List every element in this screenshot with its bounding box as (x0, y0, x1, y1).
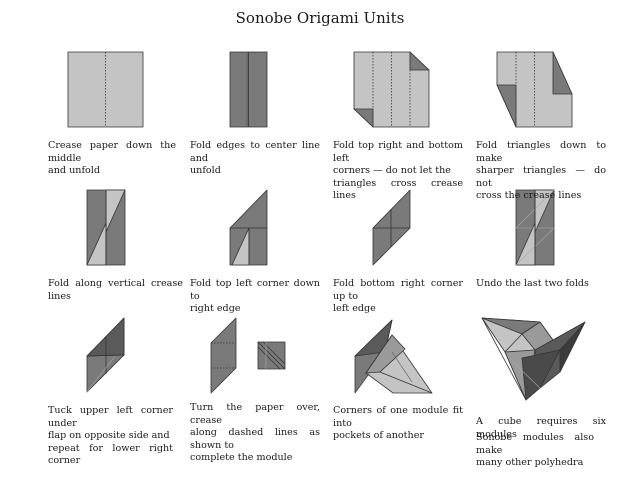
step-6-caption: Fold top left corner down to right edge (190, 278, 320, 316)
step-10-caption-line: Turn the paper over, crease (190, 402, 320, 426)
step-7-caption-line: left edge (333, 303, 376, 314)
step-4-caption-line: sharper triangles — do not (476, 165, 606, 189)
step-11-caption: Corners of one module fit into pockets o… (333, 405, 463, 443)
step-10-caption-line: along dashed lines as shown to (190, 427, 320, 451)
step-4-caption-line: cross the crease lines (476, 190, 582, 201)
step-6-caption-line: Fold top left corner down to (190, 278, 320, 302)
step-12-caption: A cube requires six modules (476, 416, 606, 441)
step-10-caption-line: complete the module (190, 452, 293, 463)
step-8-caption: Undo the last two folds (476, 278, 606, 291)
step-3-caption-line: Fold top right and bottom left (333, 140, 463, 164)
step-12-caption-line: A cube requires six modules (476, 416, 606, 440)
step-2-figure (229, 51, 268, 128)
step-9-caption-line: flap on opposite side and (48, 430, 170, 441)
step-6-caption-line: right edge (190, 303, 241, 314)
step-4-caption: Fold triangles down to make sharper tria… (476, 140, 606, 203)
step-9-caption: Tuck upper left corner under flap on opp… (48, 405, 173, 468)
step-1-caption-line: and unfold (48, 165, 100, 176)
step-6-figure (229, 189, 268, 266)
diagram-title: Sonobe Origami Units (235, 9, 405, 27)
step-9-caption-line: Tuck upper left corner under (48, 405, 173, 429)
step-11-caption-line: pockets of another (333, 430, 424, 441)
step-5-caption: Fold along vertical crease lines (48, 278, 183, 303)
step-3-figure (353, 51, 430, 128)
step-2-caption: Fold edges to center line and unfold (190, 140, 320, 178)
step-1-figure (67, 51, 144, 128)
step-10-figure (210, 317, 286, 394)
step-7-caption-line: Fold bottom right corner up to (333, 278, 463, 302)
step-2-caption-line: Fold edges to center line and (190, 140, 320, 164)
step-1-caption: Crease paper down the middle and unfold (48, 140, 176, 178)
polyhedra-note-line: many other polyhedra (476, 457, 584, 468)
step-7-caption: Fold bottom right corner up to left edge (333, 278, 463, 316)
polyhedra-note: Sonobe modules also make many other poly… (476, 432, 594, 470)
step-3-caption-line: corners — do not let the (333, 165, 451, 176)
step-12-figure (481, 317, 586, 401)
step-2-caption-line: unfold (190, 165, 221, 176)
step-10-caption: Turn the paper over, crease along dashed… (190, 402, 320, 465)
step-11-caption-line: Corners of one module fit into (333, 405, 463, 429)
step-8-caption-line: Undo the last two folds (476, 278, 589, 289)
step-9-caption-line: repeat for lower right corner (48, 442, 173, 467)
step-5-caption-line: Fold along vertical crease lines (48, 278, 183, 302)
step-1-caption-line: Crease paper down the middle (48, 140, 176, 164)
step-11-figure (354, 319, 433, 394)
step-3-caption-line: triangles cross crease lines (333, 177, 463, 202)
polyhedra-note-line: Sonobe modules also make (476, 432, 594, 456)
step-7-figure (372, 189, 411, 266)
step-5-figure (86, 189, 126, 266)
step-8-figure (515, 189, 555, 266)
step-9-figure (86, 317, 125, 393)
step-4-figure (496, 51, 573, 128)
step-4-caption-line: Fold triangles down to make (476, 140, 606, 164)
step-3-caption: Fold top right and bottom left corners —… (333, 140, 463, 203)
